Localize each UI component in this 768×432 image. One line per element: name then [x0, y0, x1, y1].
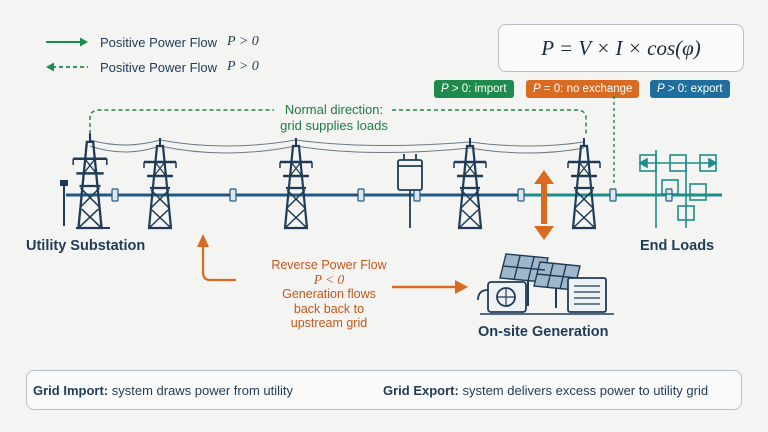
badge-import: P > 0: import: [434, 80, 514, 98]
legend-solid: Positive Power Flow P > 0: [44, 34, 259, 50]
grid-export-definition: Grid Export: system delivers excess powe…: [383, 382, 709, 398]
onsite-generation-label: On-site Generation: [478, 324, 609, 340]
reverse-flow-arrow-up: [201, 246, 236, 282]
power-formula-box: P = V × I × cos(φ): [498, 24, 744, 72]
tower-5: [566, 136, 602, 230]
tower-4: [452, 136, 488, 230]
substation-tower: [71, 132, 109, 230]
legend-solid-expr: P > 0: [227, 34, 259, 49]
grid-import-definition: Grid Import: system draws power from uti…: [33, 382, 294, 398]
end-loads-label: End Loads: [640, 238, 715, 254]
transformer-icon: [397, 154, 423, 228]
legend-solid-label: Positive Power Flow: [100, 34, 218, 50]
power-formula: P = V × I × cos(φ): [541, 35, 701, 60]
legend-dashed: Positive Power Flow P > 0: [44, 59, 259, 75]
legend-dashed-expr: P > 0: [227, 59, 259, 74]
substation-label: Utility Substation: [26, 238, 146, 254]
normal-direction-label: Normal direction: grid supplies loads: [280, 102, 388, 133]
dashed-arrow-icon: [46, 62, 88, 72]
reverse-flow-label: Reverse Power Flow P < 0 Generation flow…: [271, 258, 387, 330]
badge-export: P > 0: export: [650, 80, 730, 98]
normal-direction-dashed-line-right: [392, 109, 587, 134]
exchange-arrow: [534, 170, 554, 240]
solid-arrow-icon: [46, 37, 88, 47]
grid-definitions-box: Grid Import: system draws power from uti…: [26, 370, 742, 410]
normal-direction-dashed-line-left: [89, 109, 274, 134]
legend-dashed-label: Positive Power Flow: [100, 59, 218, 75]
end-loads-icon: [638, 150, 718, 228]
tower-3: [278, 136, 314, 230]
onsite-generation-icon: [477, 253, 614, 315]
badge-no-exchange: P = 0: no exchange: [526, 80, 640, 98]
tower-2: [142, 136, 178, 230]
